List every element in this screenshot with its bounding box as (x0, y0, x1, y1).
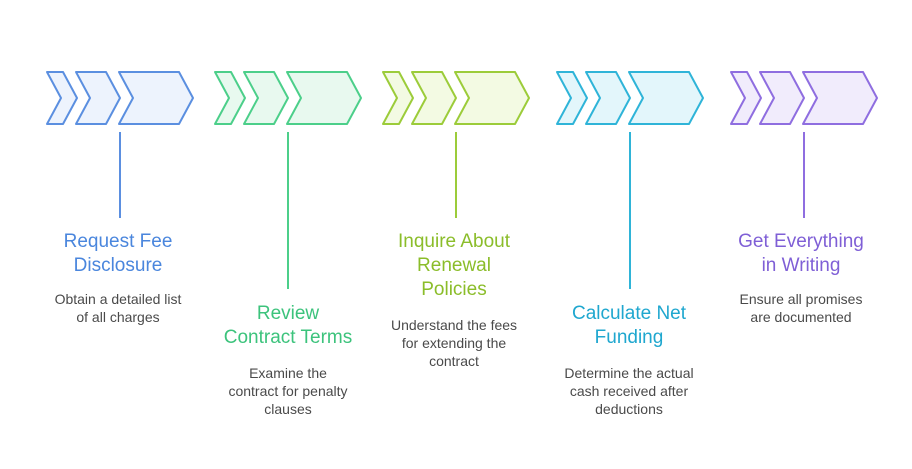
step-title: Get Everything in Writing (738, 231, 864, 276)
chevron-small-2 (411, 71, 457, 125)
chevron-large (454, 71, 530, 125)
chevron-large (118, 71, 194, 125)
step-description: Ensure all promises are documented (739, 291, 863, 325)
connector-line (629, 132, 631, 289)
chevron-arrow-icon (214, 71, 362, 125)
chevron-small-2 (759, 71, 805, 125)
chevron-small-1 (730, 71, 762, 125)
connector-line (119, 132, 121, 218)
step-title: Review Contract Terms (223, 303, 353, 348)
chevron-small-1 (46, 71, 78, 125)
chevron-small-2 (75, 71, 121, 125)
connector-line (287, 132, 289, 289)
chevron-large (628, 71, 704, 125)
chevron-small-1 (382, 71, 414, 125)
chevron-arrow-icon (730, 71, 878, 125)
step-title: Request Fee Disclosure (63, 231, 173, 276)
chevron-small-2 (243, 71, 289, 125)
chevron-arrow-icon (46, 71, 194, 125)
connector-line (803, 132, 805, 218)
step-description: Understand the fees for extending the co… (390, 317, 518, 369)
chevron-arrow-icon (382, 71, 530, 125)
connector-line (455, 132, 457, 218)
step-description: Examine the contract for penalty clauses (228, 365, 348, 417)
step-title: Calculate Net Funding (571, 303, 687, 348)
chevron-small-1 (556, 71, 588, 125)
chevron-large (802, 71, 878, 125)
chevron-arrow-icon (556, 71, 704, 125)
step-description: Obtain a detailed list of all charges (54, 291, 182, 325)
step-description: Determine the actual cash received after… (564, 365, 694, 417)
chevron-small-2 (585, 71, 631, 125)
step-title: Inquire About Renewal Policies (398, 231, 510, 300)
chevron-large (286, 71, 362, 125)
chevron-small-1 (214, 71, 246, 125)
